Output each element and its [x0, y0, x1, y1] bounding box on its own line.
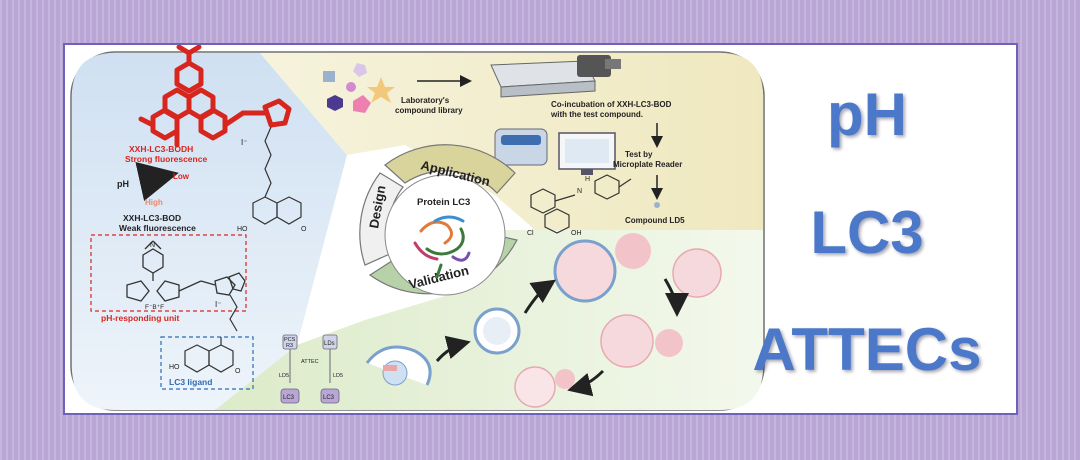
ph-unit-label: pH-responding unit [101, 313, 180, 323]
lc3-right-label: LC3 [323, 395, 335, 401]
library-label-line2: compound library [395, 106, 463, 115]
bod-description: Weak fluorescence [119, 223, 196, 233]
test-line2: Microplate Reader [613, 160, 682, 169]
side-label-ph: pH [827, 81, 907, 148]
cycle-arrows [435, 278, 689, 397]
attec-scheme [280, 334, 340, 404]
hydroxyl-label: OH [571, 230, 582, 237]
content-frame: I⁻ HO O XXH-LC3-BODH Strong fluorescence… [63, 43, 1018, 415]
bf2-label: F⁻B⁺F [145, 304, 164, 311]
compound-library-shapes [323, 63, 395, 113]
iodide-bottom: I⁻ [215, 300, 221, 309]
graphical-abstract: I⁻ HO O XXH-LC3-BODH Strong fluorescence… [70, 45, 765, 411]
protein-disc [384, 174, 506, 296]
coincubation-line2: with the test compound. [550, 110, 643, 119]
ring-segment-application [384, 144, 516, 194]
ld5-molecule [530, 174, 632, 234]
bod-molecule [126, 240, 246, 302]
attec-label: ATTEC [301, 359, 319, 365]
compound-ld5-label: Compound LD5 [625, 216, 685, 225]
bodh-description: Strong fluorescence [125, 154, 207, 164]
test-line1: Test by [625, 150, 653, 159]
center-ring [359, 144, 518, 296]
bodh-molecule [138, 45, 292, 148]
ph-label: pH [117, 179, 129, 189]
side-label-attecs: ATTECs [752, 316, 982, 383]
ho-bottom: HO [169, 364, 180, 371]
library-label-line1: Laboratory's [401, 96, 450, 105]
ld5-nitrogen-label: N [577, 188, 582, 195]
ld5-right-label: LD5 [333, 373, 343, 379]
protein-structure-icon [413, 215, 471, 279]
ligand-molecule [184, 337, 234, 373]
bodh-name: XXH-LC3-BODH [129, 144, 193, 154]
design-panel [72, 53, 347, 410]
ld5-hydrogen-label: H [585, 176, 590, 183]
lds-label: LDs [324, 341, 335, 347]
ph-high-label: High [145, 198, 163, 207]
autophagy-cells [365, 233, 722, 408]
pcs-label-line2: R3 [286, 343, 293, 349]
compound-dot-icon [654, 202, 660, 208]
center-label: Protein LC3 [417, 197, 470, 208]
ph-low-label: Low [173, 172, 190, 181]
microplate-reader-icon [494, 128, 616, 175]
pcs-label-line1: PCS [284, 337, 296, 343]
chlorine-label: Cl [527, 230, 534, 237]
nitrogen-label: N [150, 242, 155, 249]
ph-unit-box [90, 234, 247, 312]
oxygen-top: O [301, 226, 307, 233]
ring-label-design: Design [366, 184, 388, 229]
bod-name: XXH-LC3-BOD [123, 213, 181, 223]
ld5-left-label: LD5 [279, 373, 289, 379]
iodide-top: I⁻ [241, 138, 247, 147]
coincubation-line1: Co-incubation of XXH-LC3-BOD [551, 100, 672, 109]
ph-arrow-icon [135, 161, 179, 202]
bodh-tail [252, 126, 302, 225]
oxygen-bottom: O [235, 368, 241, 375]
lc3-ligand-label: LC3 ligand [169, 377, 212, 387]
linker-chain [229, 294, 238, 332]
lc3-left-label: LC3 [283, 395, 295, 401]
side-label-lc3: LC3 [810, 199, 924, 266]
ho-top: HO [237, 226, 248, 233]
microplate-icon [490, 55, 621, 98]
lc3-ligand-box [160, 336, 254, 390]
